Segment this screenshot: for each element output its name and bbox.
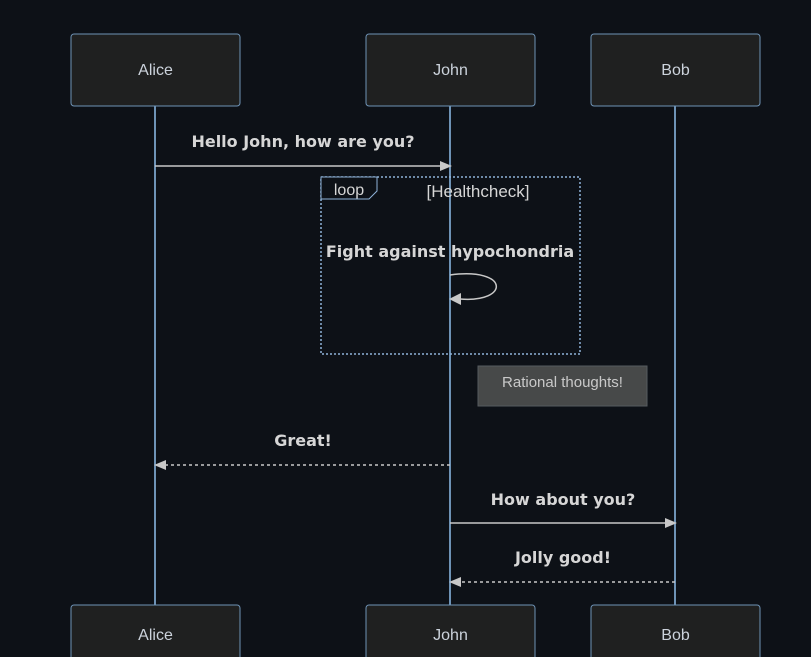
actor-label: Alice [138, 62, 173, 79]
actor-bottom-john: John [365, 604, 536, 657]
actor-bottom-alice: Alice [70, 604, 241, 657]
actor-box [70, 33, 241, 107]
actor-box [365, 33, 536, 107]
actor-box [590, 604, 761, 657]
message-label: How about you? [491, 490, 636, 509]
note: Rational thoughts! [477, 365, 648, 407]
actor-top-john: John [365, 33, 536, 107]
message-label: Fight against hypochondria [326, 242, 574, 261]
message-label: Great! [274, 431, 332, 450]
actor-box [365, 604, 536, 657]
message-bob-to-john: Jolly good! [449, 548, 675, 587]
message-label: Hello John, how are you? [191, 132, 414, 151]
actor-box [70, 604, 241, 657]
arrow-head [449, 577, 461, 587]
actor-label: Alice [138, 627, 173, 644]
actor-box [590, 33, 761, 107]
loop-tag [320, 176, 378, 200]
arrow-head [449, 293, 461, 305]
actor-bottom-bob: Bob [590, 604, 761, 657]
message-alice-to-john: Hello John, how are you? [155, 132, 452, 171]
actor-top-alice: Alice [70, 33, 241, 107]
loop-frame [320, 176, 581, 355]
message-john-to-bob: How about you? [450, 490, 677, 528]
message-john-to-alice: Great! [154, 431, 450, 470]
message-line [449, 273, 498, 301]
actor-label: Bob [661, 627, 690, 644]
message-label: Jolly good! [514, 548, 611, 567]
actor-label: John [433, 627, 468, 644]
arrow-head [440, 161, 452, 171]
arrow-head [665, 518, 677, 528]
note-box [477, 365, 648, 407]
loop-frame-group: loop [Healthcheck] [320, 176, 581, 355]
arrow-head [154, 460, 166, 470]
loop-condition: [Healthcheck] [427, 182, 530, 201]
loop-keyword: loop [334, 182, 364, 199]
message-john-self: Fight against hypochondria [326, 242, 574, 305]
note-text: Rational thoughts! [502, 374, 623, 391]
actor-label: Bob [661, 62, 690, 79]
actor-label: John [433, 62, 468, 79]
actor-top-bob: Bob [590, 33, 761, 107]
